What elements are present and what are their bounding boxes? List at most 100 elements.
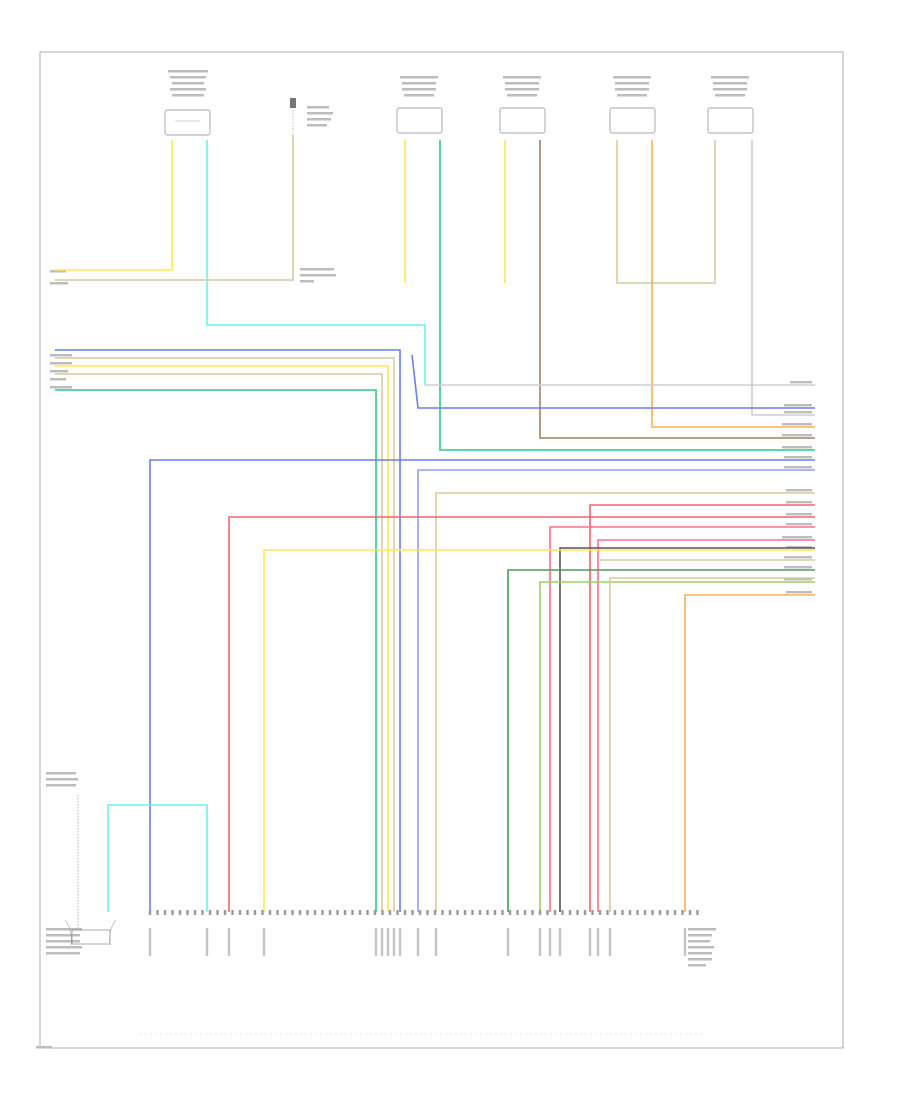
pin-label-block	[558, 928, 562, 956]
connector-pin	[201, 910, 204, 915]
connector-pin	[606, 910, 609, 915]
terminal-label-5	[782, 446, 812, 449]
terminal-label-2	[784, 411, 812, 414]
pin-label-block	[386, 928, 390, 956]
connector-pin	[651, 910, 654, 915]
speaker-icon	[164, 109, 211, 136]
wire-orange-bus	[684, 594, 815, 912]
wire-rr-minus	[539, 140, 815, 439]
pin-label-block	[374, 928, 378, 956]
connector-pin	[396, 910, 399, 915]
terminal-label-8	[786, 489, 812, 492]
wire-darkgreen-bus	[507, 569, 815, 912]
pin-label-block	[548, 928, 552, 956]
speaker-right-rear	[499, 107, 546, 134]
label-blocks	[36, 70, 749, 1049]
terminal-label-15	[784, 566, 812, 569]
connector-pin	[658, 910, 662, 915]
wire-harness-blue	[55, 349, 401, 912]
connector-pin	[291, 910, 294, 915]
wire-tan-bus3	[609, 577, 815, 912]
connector-pin	[336, 910, 339, 915]
connector-pin	[373, 910, 377, 915]
connector-pin	[621, 910, 624, 915]
connector-pin	[666, 910, 669, 915]
right-terminal-labels	[782, 381, 812, 594]
speaker-icon	[499, 107, 546, 134]
connector-pin	[238, 910, 242, 915]
connector-pin	[223, 910, 227, 915]
connector-pin	[313, 910, 317, 915]
connector-pin	[163, 910, 167, 915]
connector-pin	[358, 910, 362, 915]
ground-icon	[71, 929, 111, 945]
terminal-label-12	[782, 536, 812, 539]
connector-pin	[193, 910, 197, 915]
connector-pin	[493, 910, 497, 915]
terminal-label-14	[784, 556, 812, 559]
connector-pin	[673, 910, 677, 915]
terminal-label-1	[784, 404, 812, 407]
connector-pin	[403, 910, 407, 915]
pin-label-block	[380, 928, 384, 956]
connector-pin	[343, 910, 347, 915]
connector-pin	[613, 910, 617, 915]
wire-lr-minus	[651, 140, 815, 428]
terminal-label-10	[786, 513, 812, 516]
pin-label-block	[588, 928, 592, 956]
wires	[55, 135, 815, 912]
connector-pin	[216, 910, 219, 915]
wire-black-bus	[559, 547, 815, 912]
connector-pin	[321, 910, 324, 915]
pin-label-block	[608, 928, 612, 956]
connector-pin	[186, 910, 189, 915]
pin-label-block	[227, 928, 231, 956]
connector-pin	[508, 910, 512, 915]
terminal-label-6	[784, 456, 812, 459]
wire-yellow-bus	[263, 549, 815, 912]
connector-pin	[246, 910, 249, 915]
connector-pin	[426, 910, 429, 915]
pin-label-block	[205, 928, 209, 956]
pin-label-block	[596, 928, 600, 956]
connector-pin	[681, 910, 684, 915]
connector-pin	[418, 910, 422, 915]
connector-pin	[591, 910, 594, 915]
connector-pin	[471, 910, 474, 915]
connector-pin	[531, 910, 534, 915]
wire-antenna	[55, 135, 294, 281]
wire-lightgreen-bus	[539, 581, 815, 912]
connector-pin	[178, 910, 182, 915]
connector-pin	[283, 910, 287, 915]
connector-pin	[276, 910, 279, 915]
connector-pin	[448, 910, 452, 915]
connector-pin	[553, 910, 557, 915]
pin-label-block	[262, 928, 266, 956]
connector-pin	[298, 910, 302, 915]
wire-blue-lower	[149, 459, 815, 912]
connector-pin	[463, 910, 467, 915]
pin-label-block	[392, 928, 396, 956]
wire-harness-tan	[55, 357, 395, 912]
connector-pin	[433, 910, 437, 915]
connector-pin	[456, 910, 459, 915]
connector-pin	[643, 910, 647, 915]
wire-pink2-bus	[597, 539, 815, 912]
connector-pin	[538, 910, 542, 915]
connector-pin	[208, 910, 212, 915]
diagram-frame	[39, 51, 844, 1049]
terminal-label-9	[786, 501, 812, 504]
terminal-label-7	[784, 466, 812, 469]
terminal-label-17	[786, 591, 812, 594]
wire-harness-tan2	[55, 373, 383, 912]
connector-pin	[253, 910, 257, 915]
connector-pin	[598, 910, 602, 915]
pin-label-block	[683, 928, 687, 956]
connector-pin	[516, 910, 519, 915]
speaker-icon	[707, 107, 754, 134]
connector-pin	[351, 910, 354, 915]
connector-pin	[366, 910, 369, 915]
connector-pin	[268, 910, 272, 915]
